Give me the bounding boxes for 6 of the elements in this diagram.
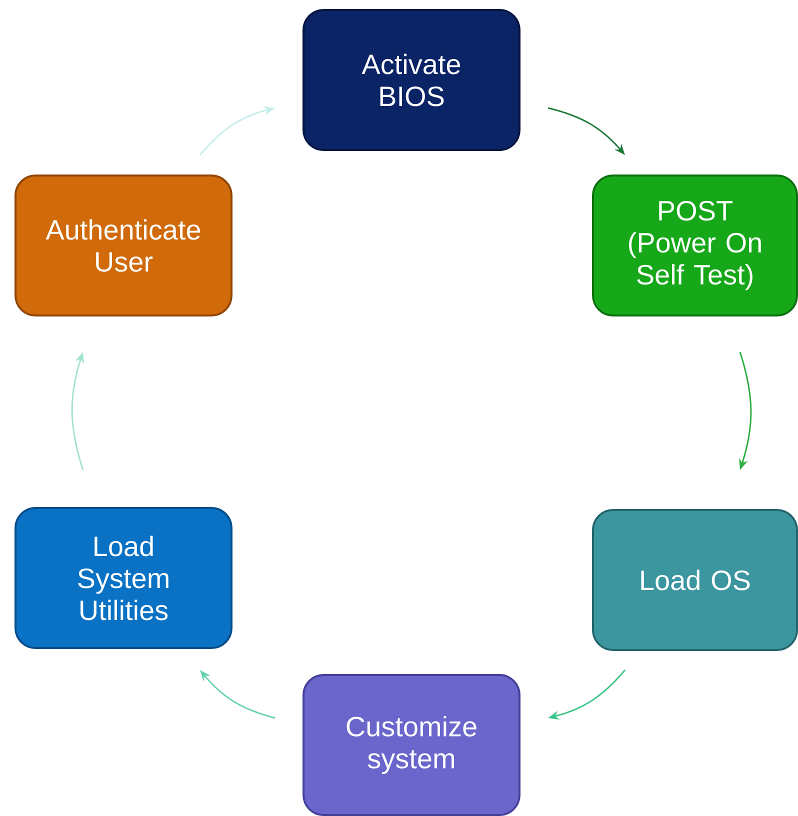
process-box: Authenticate User bbox=[14, 174, 232, 316]
process-box: Activate BIOS bbox=[302, 9, 520, 151]
process-box: POST (Power On Self Test) bbox=[592, 174, 798, 316]
process-box: Load System Utilities bbox=[14, 507, 232, 649]
process-box: Customize system bbox=[302, 674, 520, 816]
process-box: Load OS bbox=[592, 509, 798, 651]
